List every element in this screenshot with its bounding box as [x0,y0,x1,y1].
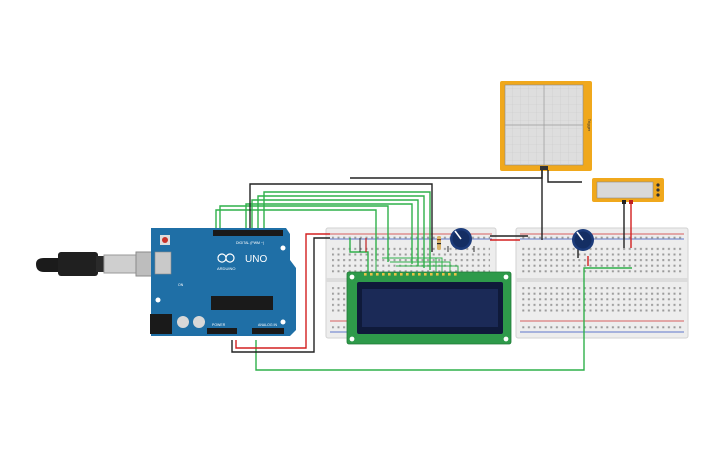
ground-wires[interactable] [231,170,625,353]
oscilloscope-side-label: Trigger [587,119,592,132]
lcd-data-wires [375,257,459,272]
arduino-brand-label: ARDUINO [217,266,235,271]
multimeter[interactable] [592,178,664,204]
arduino-model-label: UNO [245,254,267,265]
power-wires[interactable] [235,204,632,349]
arduino-uno[interactable] [150,228,296,336]
arduino-digital-label: DIGITAL (PWM ~) [236,241,264,245]
signal-wires[interactable] [215,191,632,371]
arduino-analog-label: ANALOG IN [258,323,278,327]
usb-cable[interactable] [36,251,171,277]
arduino-led-label: ON [178,283,184,287]
potentiometer-right[interactable] [572,229,594,251]
breadboard-right[interactable] [515,227,689,339]
oscilloscope[interactable] [500,81,592,171]
lcd-display[interactable] [346,271,512,345]
capacitor-left[interactable] [359,238,367,252]
resistor[interactable] [437,236,441,250]
arduino-power-label: POWER [212,323,226,327]
potentiometer-left[interactable] [447,228,475,252]
